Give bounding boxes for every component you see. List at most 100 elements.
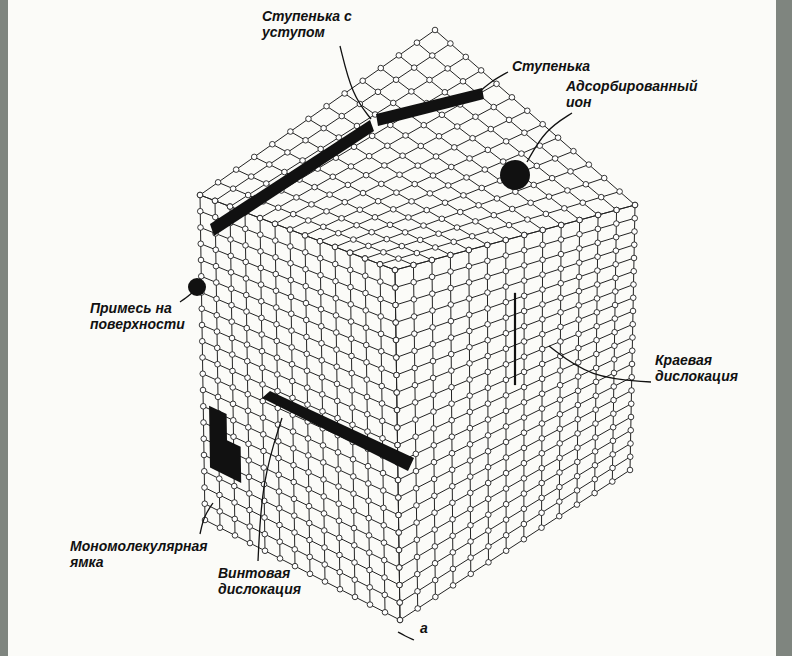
lattice-atom bbox=[521, 521, 527, 527]
lattice-line bbox=[201, 276, 396, 357]
lattice-atom bbox=[393, 77, 399, 83]
lattice-atom bbox=[534, 163, 540, 169]
lattice-atom bbox=[390, 207, 396, 213]
lattice-atom bbox=[448, 164, 454, 170]
lattice-atom bbox=[614, 207, 620, 213]
lattice-atom bbox=[575, 388, 581, 394]
lattice-atom bbox=[594, 282, 600, 288]
lattice-atom bbox=[381, 557, 387, 563]
lattice-atom bbox=[292, 530, 298, 536]
lattice-atom bbox=[473, 219, 479, 225]
lattice-atom bbox=[557, 397, 563, 403]
lattice-atom bbox=[363, 172, 369, 178]
lattice-atom bbox=[577, 217, 583, 223]
lattice-atom bbox=[232, 500, 238, 506]
lattice-atom bbox=[342, 199, 348, 205]
lattice-atom bbox=[448, 335, 454, 341]
lattice-atom bbox=[363, 325, 369, 331]
lattice-atom bbox=[485, 385, 491, 391]
lattice-atom bbox=[287, 227, 293, 233]
lattice-atom bbox=[319, 357, 325, 363]
lattice-line bbox=[417, 43, 617, 210]
lattice-atom bbox=[307, 554, 313, 560]
lattice-atom bbox=[201, 452, 207, 458]
callout-label: Ступенька с уступом bbox=[262, 8, 367, 40]
lattice-atom bbox=[629, 374, 635, 380]
lattice-atom bbox=[539, 436, 545, 442]
lattice-atom bbox=[594, 310, 600, 316]
lattice-atom bbox=[378, 314, 384, 320]
lattice-atom bbox=[448, 252, 454, 258]
lattice-atom bbox=[500, 159, 506, 165]
lattice-atom bbox=[381, 522, 387, 528]
lattice-atom bbox=[503, 346, 509, 352]
lattice-atom bbox=[491, 104, 497, 110]
lattice-atom bbox=[429, 53, 435, 59]
step-band bbox=[376, 88, 484, 126]
lattice-atom bbox=[503, 408, 509, 414]
lattice-atom bbox=[382, 163, 388, 169]
lattice-line bbox=[395, 205, 635, 270]
lattice-atom bbox=[397, 617, 403, 623]
lattice-line bbox=[381, 68, 580, 220]
lattice-atom bbox=[429, 257, 435, 263]
lattice-atom bbox=[392, 267, 398, 273]
lattice-atom bbox=[540, 227, 546, 233]
lattice-atom bbox=[320, 460, 326, 466]
leader-line bbox=[180, 293, 192, 302]
lattice-atom bbox=[627, 467, 633, 473]
lattice-atom bbox=[360, 190, 366, 196]
lattice-atom bbox=[450, 566, 456, 572]
lattice-atom bbox=[215, 394, 221, 400]
lattice-atom bbox=[245, 408, 251, 414]
lattice-atom bbox=[470, 135, 476, 141]
lattice-atom bbox=[629, 348, 635, 354]
lattice-atom bbox=[259, 315, 265, 321]
lattice-atom bbox=[521, 232, 527, 238]
lattice-atom bbox=[347, 267, 353, 273]
lattice-atom bbox=[488, 126, 494, 132]
lattice-atom bbox=[379, 383, 385, 389]
lattice-atom bbox=[348, 302, 354, 308]
lattice-atom bbox=[521, 491, 527, 497]
lattice-atom bbox=[228, 270, 234, 276]
lattice-atom bbox=[230, 417, 236, 423]
lattice-atom bbox=[337, 552, 343, 558]
lattice-atom bbox=[366, 153, 372, 159]
lattice-atom bbox=[614, 207, 620, 213]
lattice-atom bbox=[413, 417, 419, 423]
lattice-atom bbox=[212, 214, 218, 220]
lattice-atom bbox=[243, 292, 249, 298]
lattice-atom bbox=[336, 501, 342, 507]
lattice-atom bbox=[258, 282, 264, 288]
lattice-atom bbox=[593, 365, 599, 371]
lattice-atom bbox=[334, 364, 340, 370]
lattice-atom bbox=[449, 467, 455, 473]
lattice-atom bbox=[396, 565, 402, 571]
lattice-atom bbox=[322, 579, 328, 585]
lattice-atom bbox=[494, 196, 500, 202]
lattice-line bbox=[363, 81, 561, 225]
lattice-atom bbox=[303, 317, 309, 323]
lattice-atom bbox=[558, 237, 564, 243]
lattice-atom bbox=[244, 342, 250, 348]
lattice-atom bbox=[351, 525, 357, 531]
lattice-atom bbox=[392, 267, 398, 273]
lattice-atom bbox=[568, 169, 574, 175]
lattice-atom bbox=[397, 582, 403, 588]
lattice-atom bbox=[595, 226, 601, 232]
lattice-atom bbox=[558, 295, 564, 301]
lattice-line bbox=[201, 260, 396, 340]
lattice-atom bbox=[594, 296, 600, 302]
lattice-atom bbox=[198, 257, 204, 263]
lattice-atom bbox=[577, 231, 583, 237]
lattice-atom bbox=[291, 513, 297, 519]
lattice-atom bbox=[335, 415, 341, 421]
lattice-atom bbox=[201, 436, 207, 442]
lattice-atom bbox=[393, 337, 399, 343]
lattice-atom bbox=[291, 462, 297, 468]
lattice-atom bbox=[385, 143, 391, 149]
lattice-atom bbox=[382, 575, 388, 581]
lattice-atom bbox=[450, 550, 456, 556]
lattice-atom bbox=[247, 524, 253, 530]
